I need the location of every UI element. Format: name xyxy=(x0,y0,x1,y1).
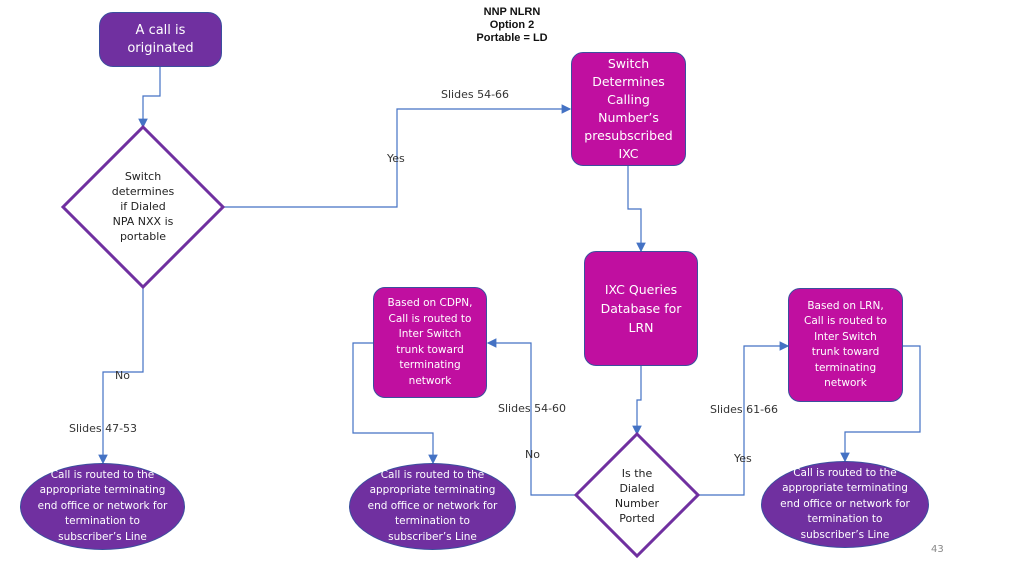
route-lrn-node: Based on LRN, Call is routed to Inter Sw… xyxy=(788,288,903,402)
start-node: A call is originated xyxy=(99,12,222,67)
end-right-text: Call is routed to the appropriate termin… xyxy=(780,466,910,541)
ixc-queries-text: IXC Queries Database for LRN xyxy=(600,282,682,335)
end-left-text: Call is routed to the appropriate termin… xyxy=(37,468,168,543)
connector-yes-to-switch-ixc xyxy=(223,104,572,208)
connector-no-to-route-cdpn xyxy=(486,338,576,496)
start-node-text: A call is originated xyxy=(127,22,194,56)
connector-cdpn-to-end-middle xyxy=(352,342,438,465)
connector-start-to-decision xyxy=(138,67,161,129)
label-slides-54-66: Slides 54-66 xyxy=(441,88,510,101)
decision-portable-diamond xyxy=(60,124,226,290)
decision-portable-text: Switch determines if Dialed NPA NXX is p… xyxy=(111,170,175,243)
ixc-queries-node: IXC Queries Database for LRN xyxy=(584,251,698,366)
label-yes-top: Yes xyxy=(387,152,405,165)
end-left-node: Call is routed to the appropriate termin… xyxy=(20,463,185,550)
route-lrn-text: Based on LRN, Call is routed to Inter Sw… xyxy=(804,299,887,390)
switch-ixc-node: Switch Determines Calling Number’s presu… xyxy=(571,52,686,166)
diagram-title: NNP NLRN Option 2 Portable = LD xyxy=(452,6,572,45)
connector-lrn-to-end-right xyxy=(840,345,921,463)
connector-no-to-end-left xyxy=(98,287,144,465)
end-middle-text: Call is routed to the appropriate termin… xyxy=(367,468,498,543)
route-cdpn-node: Based on CDPN, Call is routed to Inter S… xyxy=(373,287,487,398)
switch-ixc-text: Switch Determines Calling Number’s presu… xyxy=(584,56,673,161)
route-cdpn-text: Based on CDPN, Call is routed to Inter S… xyxy=(387,297,473,387)
connector-ixc-to-decision-ported xyxy=(632,366,642,436)
label-slides-61-66: Slides 61-66 xyxy=(710,403,779,416)
label-no-bottom: No xyxy=(525,448,540,461)
page-number: 43 xyxy=(931,544,944,555)
label-no-left: No xyxy=(115,369,130,382)
end-middle-node: Call is routed to the appropriate termin… xyxy=(349,463,516,550)
label-yes-bottom: Yes xyxy=(734,452,752,465)
connector-switch-to-ixc-queries xyxy=(627,166,646,253)
connector-yes-to-route-lrn xyxy=(698,341,790,496)
decision-ported-text: Is the Dialed Number Ported xyxy=(614,467,660,525)
label-slides-47-53: Slides 47-53 xyxy=(69,422,138,435)
end-right-node: Call is routed to the appropriate termin… xyxy=(761,461,929,548)
decision-ported-diamond xyxy=(573,431,701,559)
title-line-1: NNP NLRN xyxy=(483,6,541,18)
title-line-2: Option 2 xyxy=(489,19,535,31)
label-slides-54-60: Slides 54-60 xyxy=(498,402,567,415)
title-line-3: Portable = LD xyxy=(476,32,548,44)
